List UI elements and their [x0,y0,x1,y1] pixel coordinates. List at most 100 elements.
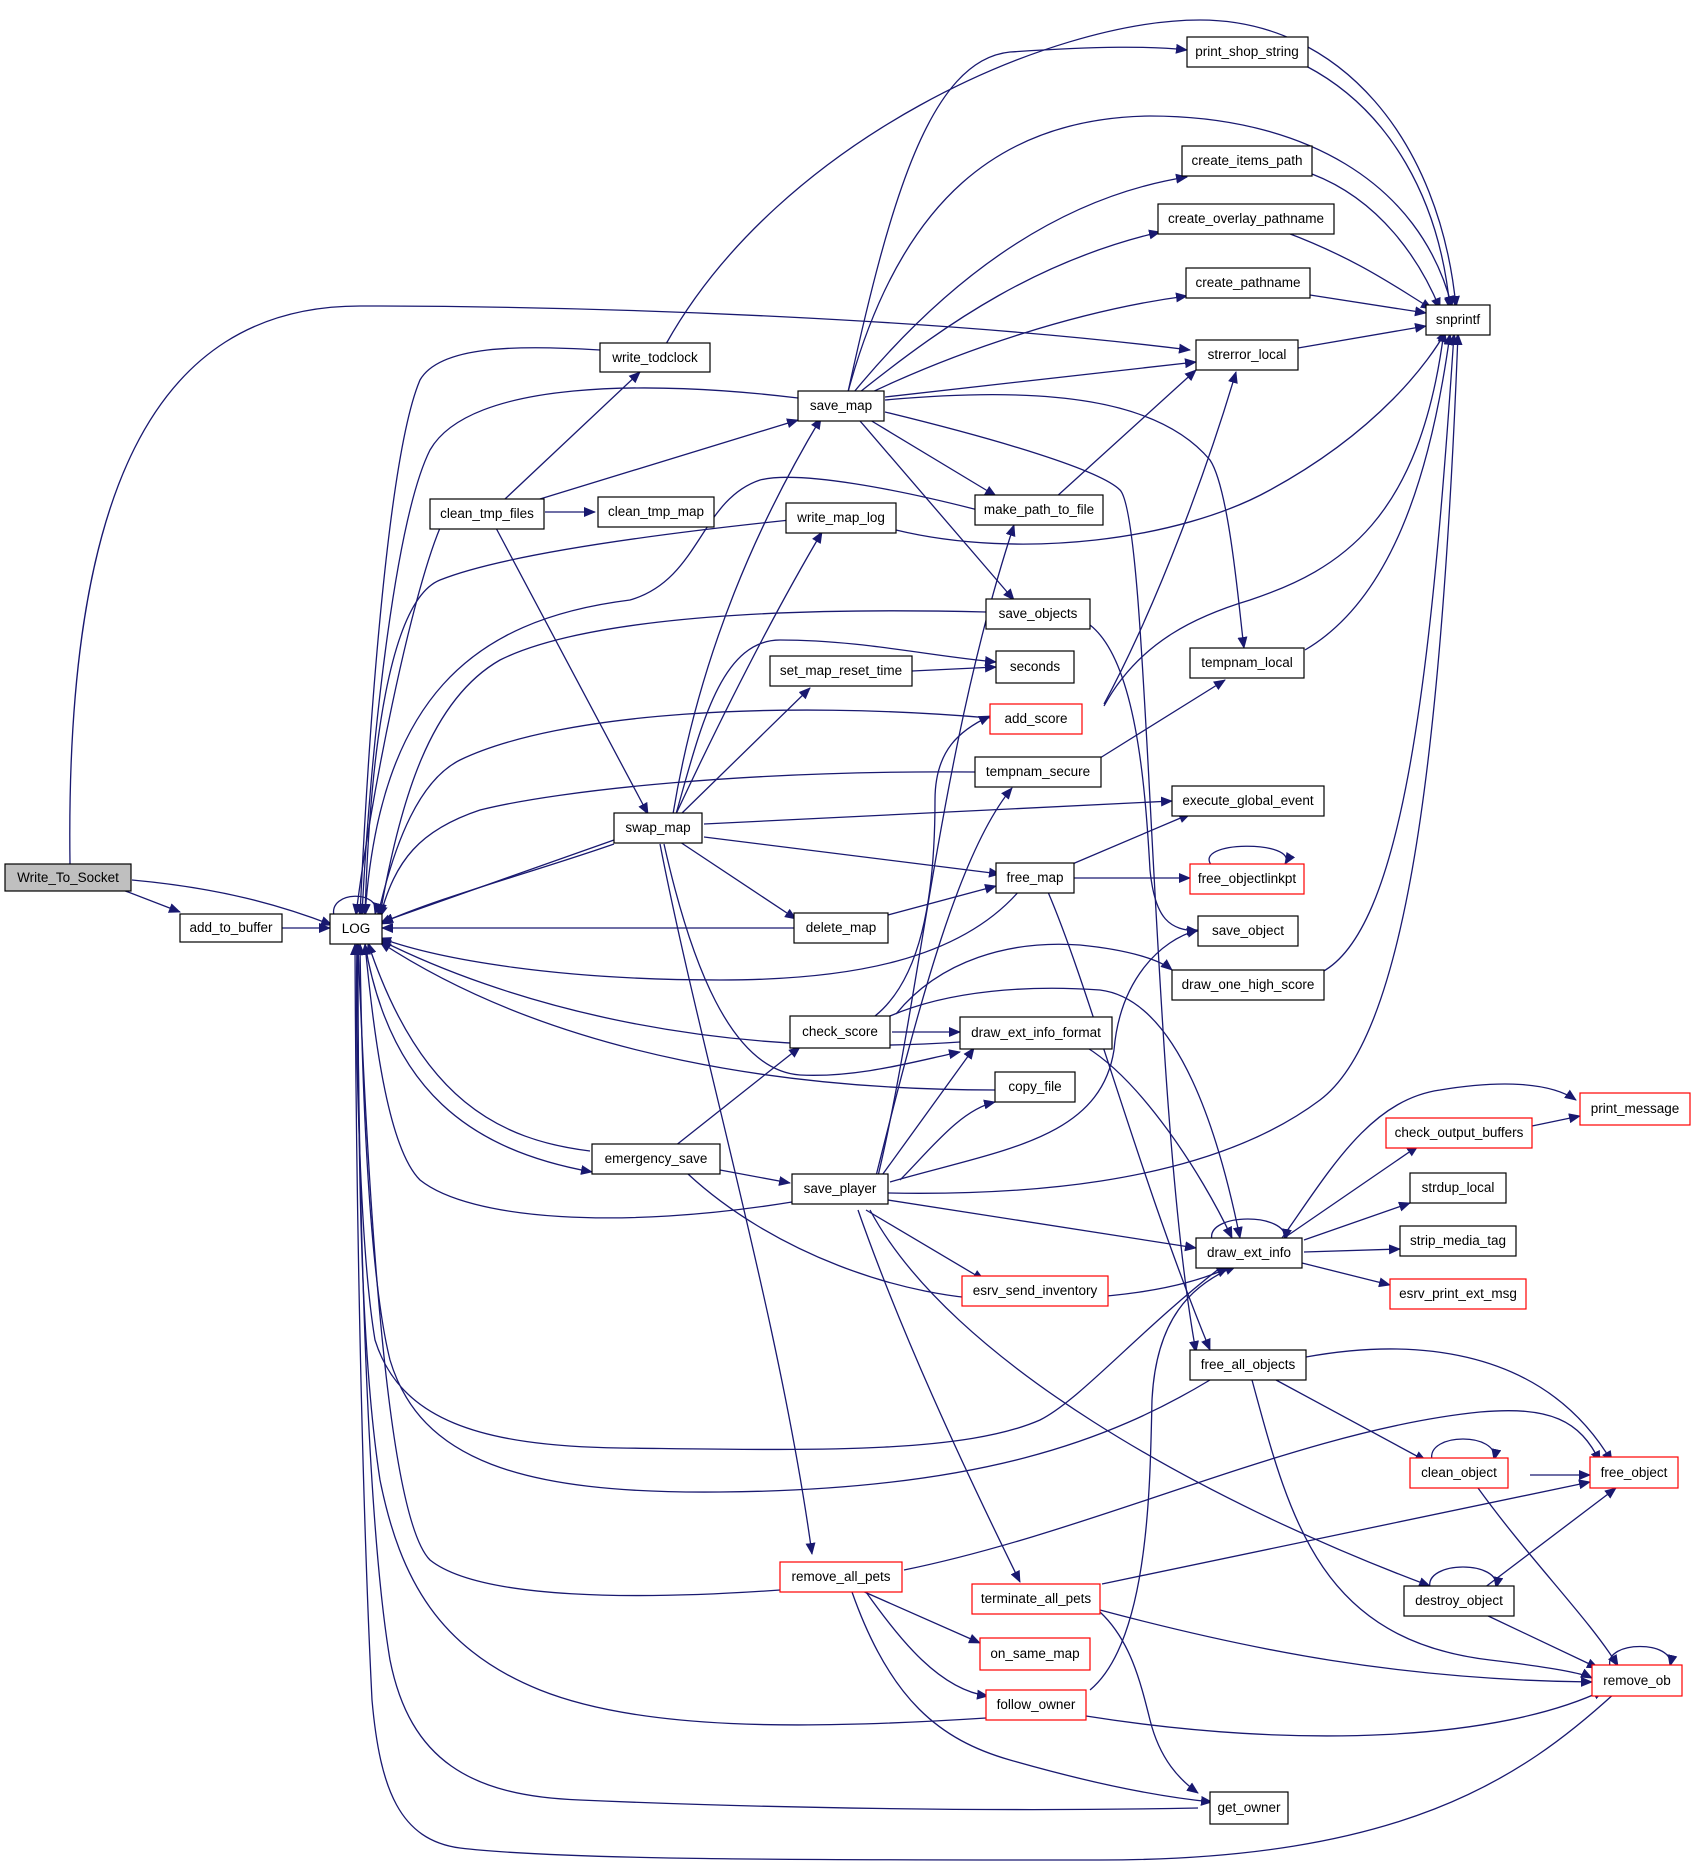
edge-follow-owner-log [353,943,987,1726]
node-write-todclock[interactable]: write_todclock [599,342,711,373]
edge-clean-object-self [1431,1438,1502,1461]
node-tempnam-local[interactable]: tempnam_local [1189,647,1305,679]
node-print-shop-string[interactable]: print_shop_string [1186,36,1309,68]
node-layer: Write_To_Socket add_to_buffer LOG clean_… [4,36,1691,1825]
edge-swap-map-draw-ext-info-format [663,843,961,1076]
node-clean-tmp-files[interactable]: clean_tmp_files [429,498,545,530]
node-log[interactable]: LOG [329,913,383,945]
edge-save-player-tempnam-secure [875,787,1013,1177]
node-label: check_output_buffers [1395,1125,1524,1140]
node-clean-tmp-map[interactable]: clean_tmp_map [597,496,715,528]
edge-follow-owner-remove-ob [1085,1689,1605,1737]
edge-print-shop-string-snprintf [1305,65,1454,310]
edge-draw-one-high-score-snprintf [1321,333,1459,973]
node-check-output-buffers[interactable]: check_output_buffers [1385,1117,1533,1149]
node-draw-ext-info[interactable]: draw_ext_info [1195,1237,1303,1269]
node-on-same-map[interactable]: on_same_map [979,1637,1091,1671]
node-print-message[interactable]: print_message [1579,1092,1691,1126]
node-draw-one-high-score[interactable]: draw_one_high_score [1171,969,1325,1001]
node-free-objectlinkpt[interactable]: free_objectlinkpt [1189,863,1305,895]
node-delete-map[interactable]: delete_map [793,912,889,944]
edge-save-map-strerror-local [884,358,1197,398]
node-emergency-save[interactable]: emergency_save [591,1143,721,1175]
edge-swap-map-execute-global-event [703,796,1173,825]
node-esrv-print-ext-msg[interactable]: esrv_print_ext_msg [1389,1278,1527,1310]
node-seconds[interactable]: seconds [995,650,1075,684]
edge-strerror-local-snprintf [1297,322,1427,349]
node-get-owner[interactable]: get_owner [1209,1791,1289,1825]
edge-clean-tmp-files-log [352,527,441,916]
node-label: clean_object [1421,1465,1497,1480]
edge-check-output-buffers-print-message [1531,1113,1581,1127]
node-label: swap_map [625,820,690,835]
edge-clean-tmp-files-save-map [539,418,799,500]
edge-free-all-objects-remove-ob [1251,1379,1593,1679]
node-save-objects[interactable]: save_objects [985,598,1091,630]
node-draw-ext-info-format[interactable]: draw_ext_info_format [959,1016,1113,1050]
node-add-to-buffer[interactable]: add_to_buffer [179,913,283,943]
node-save-object[interactable]: save_object [1197,915,1299,947]
node-check-score[interactable]: check_score [789,1015,891,1049]
node-make-path-to-file[interactable]: make_path_to_file [974,494,1104,526]
node-create-pathname[interactable]: create_pathname [1185,267,1311,299]
node-esrv-send-inventory[interactable]: esrv_send_inventory [961,1275,1109,1307]
node-terminate-all-pets[interactable]: terminate_all_pets [971,1583,1101,1615]
node-strdup-local[interactable]: strdup_local [1409,1172,1507,1204]
node-follow-owner[interactable]: follow_owner [985,1689,1087,1721]
edge-save-map-log [357,387,799,916]
node-label: draw_ext_info [1207,1245,1291,1260]
node-write-map-log[interactable]: write_map_log [785,502,897,534]
node-free-all-objects[interactable]: free_all_objects [1189,1349,1307,1381]
node-free-map[interactable]: free_map [995,862,1075,894]
edge-copy-file-log [379,941,996,1091]
edge-layer [69,19,1678,1861]
node-label: seconds [1010,659,1061,674]
node-execute-global-event[interactable]: execute_global_event [1171,785,1325,817]
node-create-overlay-pathname[interactable]: create_overlay_pathname [1157,203,1335,235]
node-label: tempnam_secure [986,764,1090,779]
edge-swap-map-delete-map [679,841,797,920]
edge-save-player-draw-ext-info-format [879,1047,975,1179]
node-save-map[interactable]: save_map [797,390,885,422]
node-label: LOG [342,921,371,936]
node-label: add_score [1004,711,1067,726]
node-tempnam-secure[interactable]: tempnam_secure [974,756,1102,788]
edge-free-map-free-all-objects [1047,891,1211,1351]
node-remove-ob[interactable]: remove_ob [1591,1664,1683,1697]
edge-emergency-save-save-player [719,1169,791,1186]
node-swap-map[interactable]: swap_map [613,812,703,844]
node-save-player[interactable]: save_player [791,1173,889,1205]
edge-add-score-log [375,709,991,916]
node-label: add_to_buffer [189,920,273,935]
node-snprintf[interactable]: snprintf [1425,304,1491,336]
edge-create-items-path-snprintf [1311,173,1441,310]
node-label: free_map [1006,870,1063,885]
node-strerror-local[interactable]: strerror_local [1195,339,1299,371]
edge-save-map-snprintf [847,115,1455,393]
node-label: save_objects [999,606,1078,621]
node-destroy-object[interactable]: destroy_object [1403,1585,1515,1617]
node-copy-file[interactable]: copy_file [994,1071,1076,1103]
edge-swap-map-write-map-log [675,531,823,815]
node-write-to-socket[interactable]: Write_To_Socket [4,863,132,892]
edge-save-map-create-overlay-pathname [859,229,1161,393]
node-free-object[interactable]: free_object [1589,1456,1679,1489]
node-label: create_items_path [1191,153,1302,168]
node-set-map-reset-time[interactable]: set_map_reset_time [769,655,913,687]
node-remove-all-pets[interactable]: remove_all_pets [779,1561,903,1593]
edge-swap-map-free-map [703,836,1001,878]
edge-save-map-make-path-to-file [869,419,997,497]
edge-clean-object-remove-ob [1477,1487,1619,1667]
edge-save-player-terminate-all-pets [857,1209,1021,1583]
node-create-items-path[interactable]: create_items_path [1181,145,1313,177]
edge-check-score-draw-ext-info [889,987,1243,1239]
node-label: strerror_local [1208,347,1287,362]
node-label: tempnam_local [1201,655,1293,670]
node-add-score[interactable]: add_score [989,703,1083,735]
edge-save-player-copy-file [899,1099,996,1181]
node-strip-media-tag[interactable]: strip_media_tag [1399,1225,1517,1257]
edge-check-score-add-score [874,715,991,1017]
edge-clean-tmp-files-swap-map [495,527,649,815]
node-clean-object[interactable]: clean_object [1409,1457,1509,1489]
